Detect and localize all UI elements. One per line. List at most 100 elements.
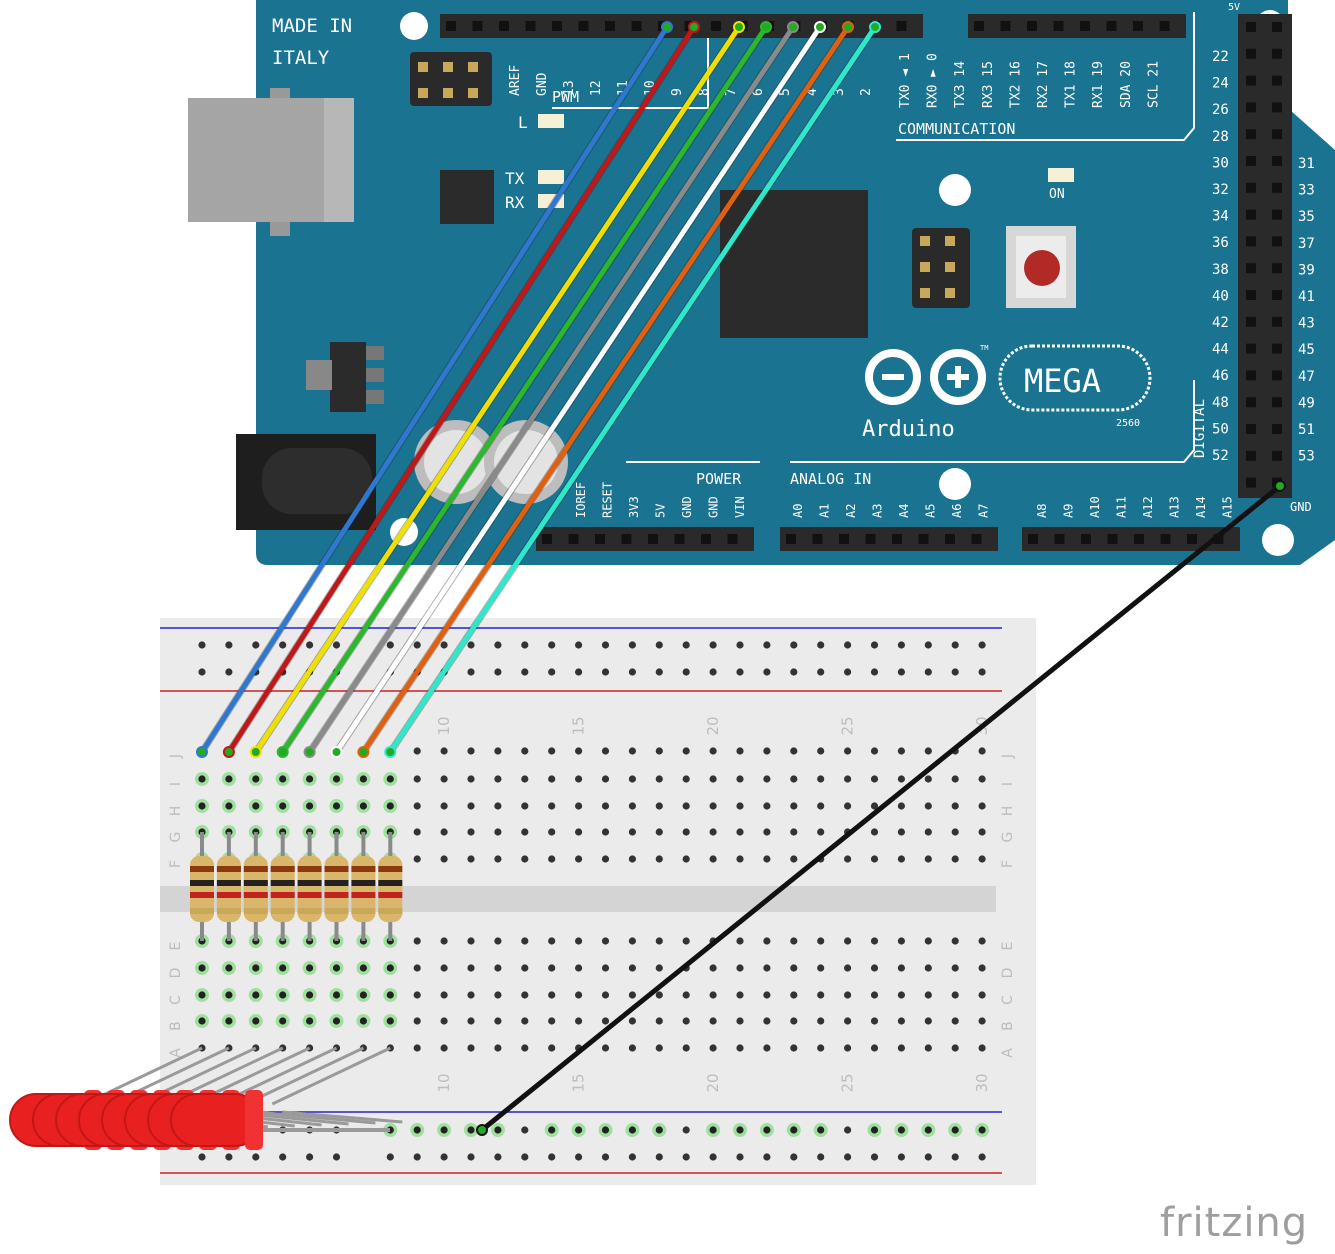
resistor-band bbox=[324, 908, 349, 914]
breadboard-hole bbox=[494, 641, 502, 649]
breadboard-hole bbox=[198, 964, 206, 972]
row-letter: I bbox=[1000, 782, 1016, 786]
pin-label: A8 bbox=[1035, 504, 1049, 518]
pin-label: A2 bbox=[844, 504, 858, 518]
breadboard-hole bbox=[763, 668, 771, 676]
resistor-band bbox=[216, 908, 241, 914]
breadboard-hole bbox=[306, 1153, 314, 1161]
breadboard-hole bbox=[655, 828, 663, 836]
breadboard-hole bbox=[736, 828, 744, 836]
breadboard-hole bbox=[494, 747, 502, 755]
breadboard-hole bbox=[198, 775, 206, 783]
breadboard-hole bbox=[736, 747, 744, 755]
breadboard-hole bbox=[386, 991, 394, 999]
breadboard-hole bbox=[306, 775, 314, 783]
breadboard-hole bbox=[413, 775, 421, 783]
breadboard-hole bbox=[252, 802, 260, 810]
breadboard-hole bbox=[467, 1126, 475, 1134]
pin-label: RESET bbox=[601, 482, 615, 518]
breadboard-hole bbox=[413, 747, 421, 755]
breadboard-hole bbox=[225, 964, 233, 972]
pin-label: 46 bbox=[1212, 368, 1229, 384]
breadboard-hole bbox=[440, 828, 448, 836]
breadboard-hole bbox=[951, 1017, 959, 1025]
breadboard-hole bbox=[763, 828, 771, 836]
pin-label: 45 bbox=[1298, 342, 1315, 358]
breadboard-hole bbox=[790, 668, 798, 676]
breadboard-hole bbox=[628, 1153, 637, 1161]
breadboard-hole bbox=[252, 1153, 260, 1161]
breadboard-hole bbox=[494, 1044, 502, 1052]
breadboard-hole bbox=[951, 775, 959, 783]
breadboard-hole bbox=[440, 964, 448, 972]
breadboard-hole bbox=[924, 1126, 932, 1134]
breadboard-hole bbox=[548, 641, 556, 649]
pin-label: 37 bbox=[1298, 236, 1315, 252]
resistors bbox=[190, 832, 403, 941]
breadboard-hole bbox=[521, 937, 529, 945]
breadboard-hole bbox=[467, 991, 475, 999]
led-rx-label: RX bbox=[505, 193, 525, 212]
breadboard-hole bbox=[655, 668, 663, 676]
breadboard-hole bbox=[844, 937, 852, 945]
breadboard-hole bbox=[817, 937, 825, 945]
breadboard-hole bbox=[306, 1017, 314, 1025]
breadboard-hole bbox=[440, 937, 448, 945]
breadboard-hole bbox=[736, 1044, 744, 1052]
breadboard-hole bbox=[951, 1126, 959, 1134]
jumper-wire bbox=[334, 25, 823, 754]
resistor-band bbox=[324, 866, 349, 872]
column-number: 10 bbox=[435, 716, 453, 735]
resistor-body bbox=[351, 856, 376, 922]
breadboard-hole bbox=[575, 828, 583, 836]
breadboard-hole bbox=[306, 802, 314, 810]
breadboard-hole bbox=[521, 991, 529, 999]
breadboard-hole bbox=[494, 964, 502, 972]
breadboard-hole bbox=[279, 1017, 287, 1025]
row-letter: A bbox=[1000, 1048, 1016, 1058]
breadboard-hole bbox=[521, 1044, 529, 1052]
header-pin bbox=[1246, 182, 1256, 193]
breadboard-hole bbox=[870, 828, 879, 836]
breadboard-hole bbox=[601, 802, 610, 810]
breadboard-hole bbox=[736, 668, 744, 676]
breadboard-hole bbox=[655, 775, 663, 783]
breadboard-hole bbox=[252, 991, 260, 999]
breadboard-hole bbox=[521, 641, 529, 649]
breadboard-hole bbox=[978, 1017, 986, 1025]
breadboard-hole bbox=[521, 802, 529, 810]
resistor-band bbox=[216, 866, 241, 872]
breadboard-hole bbox=[978, 802, 986, 810]
breadboard-hole bbox=[440, 991, 448, 999]
pin-label: A5 bbox=[924, 504, 938, 518]
icsp-pin bbox=[468, 88, 478, 98]
mount-hole bbox=[939, 174, 971, 206]
reset-button-cap[interactable] bbox=[1024, 250, 1060, 286]
header-pin bbox=[1272, 290, 1282, 300]
breadboard-hole bbox=[440, 747, 448, 755]
header-pin bbox=[1213, 534, 1224, 544]
breadboard-hole bbox=[628, 641, 637, 649]
header-pin bbox=[1246, 316, 1256, 327]
resistor-band bbox=[297, 880, 322, 886]
breadboard-hole bbox=[682, 747, 690, 755]
breadboard-hole bbox=[601, 1153, 610, 1161]
column-number: 15 bbox=[570, 716, 588, 735]
breadboard-hole bbox=[763, 641, 771, 649]
breadboard-hole bbox=[467, 855, 475, 863]
led-leg bbox=[255, 1110, 376, 1125]
header-pin bbox=[1053, 21, 1064, 31]
header-pin bbox=[1272, 156, 1282, 166]
breadboard-hole bbox=[467, 1153, 475, 1161]
pin-label: 44 bbox=[1212, 342, 1229, 358]
breadboard-hole bbox=[817, 668, 825, 676]
breadboard-hole bbox=[951, 937, 959, 945]
header-pin bbox=[1246, 397, 1256, 408]
led-on-label: ON bbox=[1049, 187, 1065, 202]
breadboard-hole bbox=[521, 668, 529, 676]
breadboard-hole bbox=[494, 775, 502, 783]
column-number: 20 bbox=[704, 716, 722, 735]
breadboard-hole bbox=[628, 668, 637, 676]
breadboard-hole bbox=[655, 937, 663, 945]
breadboard-hole bbox=[386, 775, 394, 783]
